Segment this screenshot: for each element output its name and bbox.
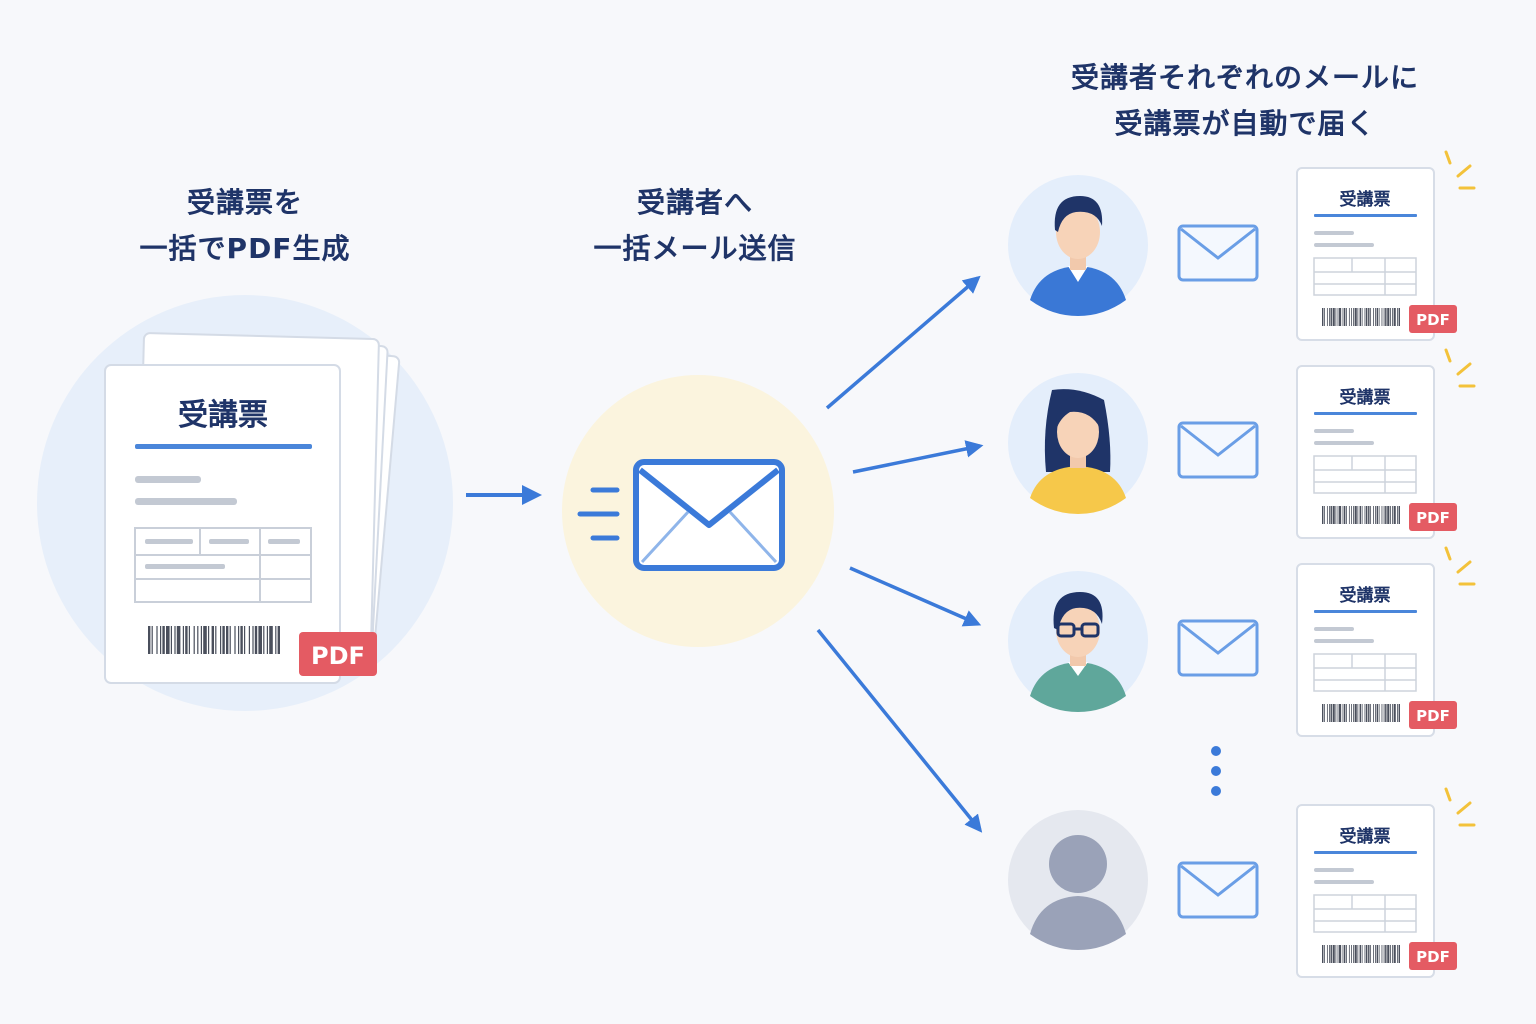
bulk-send-group xyxy=(562,375,834,647)
barcode xyxy=(1322,506,1400,524)
vertical-ellipsis-icon xyxy=(1211,746,1221,796)
envelope-icon xyxy=(1177,224,1259,282)
received-ticket: 受講票 PDF xyxy=(1296,365,1457,539)
recipient-row: 受講票 PDF xyxy=(1008,348,1476,539)
pdf-badge-label: PDF xyxy=(1416,311,1450,329)
send-caption: 受講者へ 一括メール送信 xyxy=(545,180,845,272)
pdf-badge xyxy=(1409,942,1457,970)
barcode xyxy=(1322,308,1400,326)
pdf-badge xyxy=(1409,305,1457,333)
pdf-badge: PDF xyxy=(299,632,377,676)
generate-caption-line-2: 一括でPDF生成 xyxy=(139,232,351,265)
received-ticket: 受講票 PDF xyxy=(1296,563,1457,737)
pdf-badge xyxy=(1409,701,1457,729)
received-ticket-title: 受講票 xyxy=(1340,387,1391,408)
barcode xyxy=(148,626,280,654)
send-caption-line-1: 受講者へ xyxy=(636,186,753,219)
avatar-woman-icon xyxy=(1008,373,1148,514)
avatar-man-glasses-icon xyxy=(1008,571,1148,712)
deliver-caption-line-1: 受講者それぞれのメールに xyxy=(1070,61,1419,94)
pdf-badge-label: PDF xyxy=(311,642,365,670)
sparkle-icon xyxy=(1444,150,1476,190)
envelope-icon xyxy=(1177,619,1259,677)
sparkle-icon xyxy=(1444,546,1476,586)
arrow-to-recipient-2 xyxy=(852,440,984,474)
arrow-to-recipient-3 xyxy=(849,566,982,627)
send-caption-line-2: 一括メール送信 xyxy=(593,232,797,265)
received-ticket: 受講票 PDF xyxy=(1296,167,1457,341)
envelope-icon xyxy=(1177,861,1259,919)
recipient-row: 受講票 PDF xyxy=(1008,787,1476,978)
pdf-badge-label: PDF xyxy=(1416,948,1450,966)
deliver-caption-line-2: 受講票が自動で届く xyxy=(1114,107,1376,140)
avatar-man-icon xyxy=(1008,175,1148,316)
pdf-badge-label: PDF xyxy=(1416,509,1450,527)
ticket-document: 受講票 xyxy=(104,364,341,684)
distribution-arrows xyxy=(816,275,984,833)
received-ticket: 受講票 PDF xyxy=(1296,804,1457,978)
document-title: 受講票 xyxy=(178,398,268,433)
received-ticket-title: 受講票 xyxy=(1340,585,1391,606)
received-ticket-title: 受講票 xyxy=(1340,189,1391,210)
avatar-generic-icon xyxy=(1008,810,1148,950)
arrow-to-recipient-1 xyxy=(825,275,981,410)
sparkle-icon xyxy=(1444,348,1476,388)
envelope-icon xyxy=(633,459,785,571)
pdf-generation-group: 受講票 PDF xyxy=(37,295,453,711)
motion-lines xyxy=(577,487,620,541)
envelope-icon xyxy=(1177,421,1259,479)
generate-caption: 受講票を 一括でPDF生成 xyxy=(95,180,395,272)
barcode xyxy=(1322,945,1400,963)
recipient-row: 受講票 PDF xyxy=(1008,546,1476,737)
sparkle-icon xyxy=(1444,787,1476,827)
received-ticket-title: 受講票 xyxy=(1340,826,1391,847)
deliver-caption: 受講者それぞれのメールに 受講票が自動で届く xyxy=(1040,55,1450,147)
arrow-to-recipient-4 xyxy=(816,628,983,833)
generate-caption-line-1: 受講票を xyxy=(186,186,303,219)
barcode xyxy=(1322,704,1400,722)
pdf-badge xyxy=(1409,503,1457,531)
recipient-row: 受講票 PDF xyxy=(1008,150,1476,341)
pdf-badge-label: PDF xyxy=(1416,707,1450,725)
